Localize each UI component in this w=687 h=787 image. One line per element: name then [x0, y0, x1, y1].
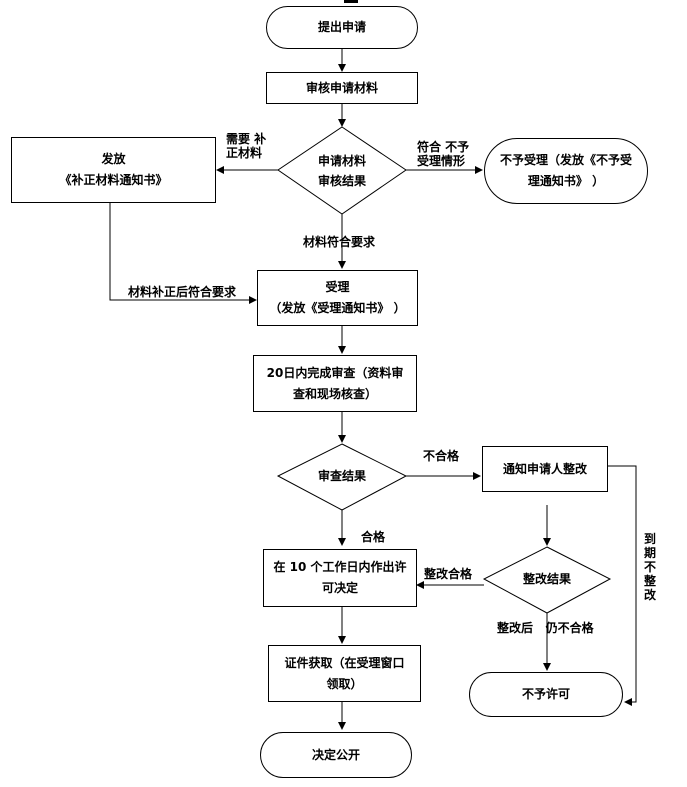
notify-fix-node: 通知申请人整改 — [482, 446, 608, 492]
arrow-expired — [608, 465, 637, 706]
expired-label: 到期不整改 — [643, 532, 656, 602]
supplement-ok-label: 材料补正后符合要求 — [128, 285, 237, 299]
review-materials-node: 审核申请材料 — [266, 72, 418, 104]
review-result-label: 审查结果 — [317, 469, 366, 483]
review-20-days-node: 20日内完成审查（资料审 查和现场核查） — [253, 355, 417, 412]
top-marker — [344, 0, 358, 3]
unqualified-label: 不合格 — [423, 449, 460, 463]
submit-application-node: 提出申请 — [266, 6, 418, 49]
fix-result-label: 整改结果 — [522, 572, 571, 586]
publish-decision-node: 决定公开 — [260, 732, 412, 778]
material-result-label: 申请材料 审核结果 — [317, 154, 366, 188]
materials-ok-label: 材料符合要求 — [303, 235, 376, 249]
fix-qualified-label: 整改合格 — [424, 567, 473, 581]
submit-label: 提出申请 — [317, 20, 366, 34]
no-permit-node: 不予许可 — [469, 672, 623, 717]
certificate-node: 证件获取（在受理窗口 领取） — [268, 645, 421, 702]
permit-decision-node: 在 10 个工作日内作出许 可决定 — [263, 549, 417, 607]
accept-node: 受理 （发放《受理通知书》 ） — [257, 270, 418, 326]
supplement-notice-node: 发放 《补正材料通知书》 — [11, 137, 216, 203]
arrow-supplement-ok — [109, 203, 257, 304]
not-accept-node: 不予受理（发放《不予受 理通知书》 ） — [484, 138, 648, 204]
after-fix-label: 整改后 仍不合格 — [497, 621, 594, 635]
need-supplement-label: 需要 补 正材料 — [226, 132, 267, 160]
qualified-label: 合格 — [361, 530, 386, 544]
review-materials-label: 审核申请材料 — [305, 80, 378, 95]
meets-no-accept-label: 符合 不予 受理情形 — [417, 140, 470, 168]
